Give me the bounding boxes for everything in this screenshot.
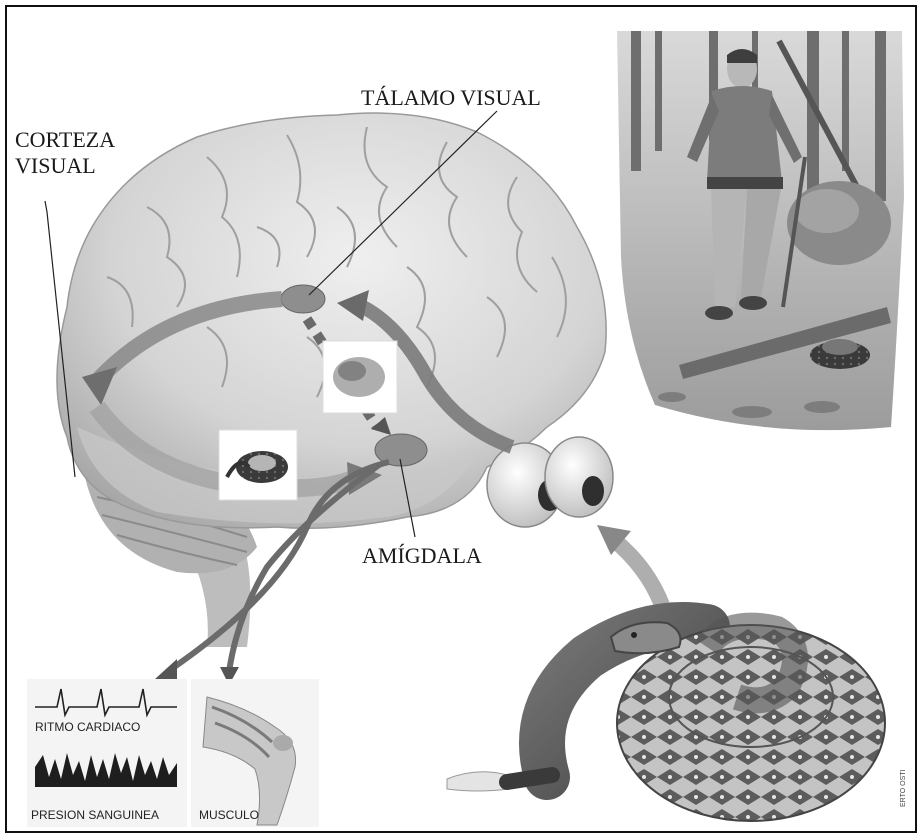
rattlesnake [447,622,885,821]
fear-pathway-diagram: RITMO CARDIACO PRESION SANGUINEA MUSCULO… [7,7,915,831]
snake-percept-crude [323,341,397,413]
physiology-panel: RITMO CARDIACO PRESION SANGUINEA [27,679,187,827]
blood-pressure-label: PRESION SANGUINEA [31,808,159,822]
right-eye [545,437,613,517]
muscle-panel: MUSCULO [191,679,319,827]
muscle-label: MUSCULO [199,808,259,822]
visual-thalamus-nucleus [281,285,325,313]
snake-percept-detailed [219,430,297,500]
snake-to-eye-arrow [613,539,662,605]
heart-panel-bg [27,679,187,827]
heart-rate-label: RITMO CARDIACO [35,720,140,734]
amygdala-label: AMÍGDALA [362,543,482,568]
cortex-label-line1: CORTEZA [15,127,115,152]
artist-credit: ERTO OSTI [900,769,907,807]
cortex-label-line2: VISUAL [15,153,96,178]
thalamus-label: TÁLAMO VISUAL [361,85,541,110]
forest-scene [617,31,904,430]
diagram-frame: RITMO CARDIACO PRESION SANGUINEA MUSCULO… [5,5,917,833]
